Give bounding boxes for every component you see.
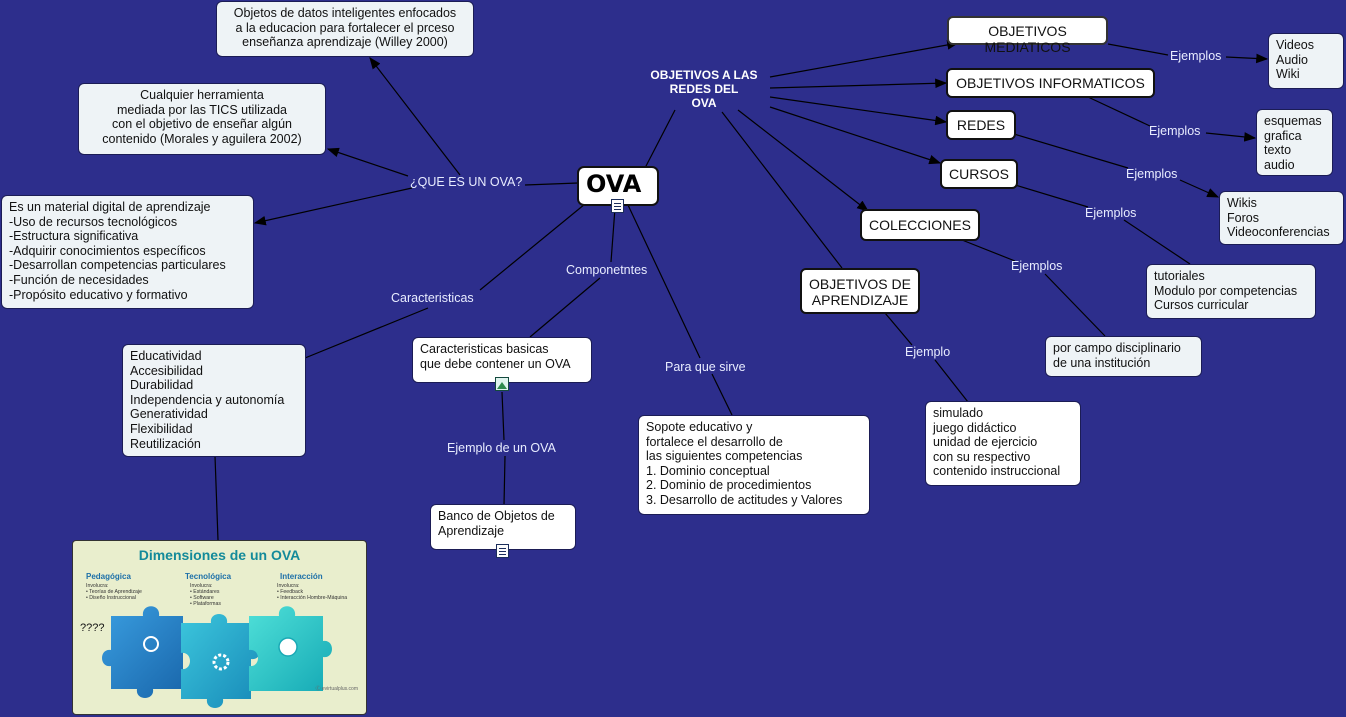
node-cursos[interactable]: CURSOS	[940, 159, 1018, 189]
node-material-digital[interactable]: Es un material digital de aprendizaje -U…	[1, 195, 254, 309]
link-ejemplo-ova: Ejemplo de un OVA	[447, 441, 556, 455]
image-title: Dimensiones de un OVA	[138, 547, 301, 563]
link-que-es: ¿QUE ES UN OVA?	[410, 175, 523, 189]
objetivos-redes-title[interactable]: OBJETIVOS A LAS REDES DEL OVA	[650, 68, 758, 110]
node-videos[interactable]: Videos Audio Wiki	[1268, 33, 1344, 89]
puzzle-pieces-illustration	[102, 606, 332, 708]
puzzle-piece-tecnologica	[181, 614, 260, 708]
node-tutoriales[interactable]: tutoriales Modulo por competencias Curso…	[1146, 264, 1316, 319]
node-banco-objetos[interactable]: Banco de Objetos de Aprendizaje	[430, 504, 576, 550]
puzzle-piece-pedagogica	[102, 606, 192, 698]
link-para-que: Para que sirve	[665, 360, 746, 374]
link-caracteristicas: Caracteristicas	[391, 291, 474, 305]
image-credit: Ⓒ evirtualplus.com	[315, 686, 358, 692]
image-interaccion-sub: Involucra: • Feedback • Interacción Homb…	[277, 583, 348, 601]
node-sopote-educativo[interactable]: Sopote educativo y fortalece el desarrol…	[638, 415, 870, 515]
node-morales[interactable]: Cualquier herramienta mediada por las TI…	[78, 83, 326, 155]
node-objetivos-informaticos[interactable]: OBJETIVOS INFORMATICOS	[946, 68, 1155, 98]
node-esquemas[interactable]: esquemas grafica texto audio	[1256, 109, 1333, 176]
node-colecciones[interactable]: COLECCIONES	[860, 209, 980, 241]
node-willey[interactable]: Objetos de datos inteligentes enfocados …	[216, 1, 474, 57]
node-objetivos-aprendizaje[interactable]: OBJETIVOS DE APRENDIZAJE	[800, 268, 920, 314]
ova-label: OVA	[586, 170, 642, 198]
image-interaccion-heading: Interacción	[280, 572, 323, 581]
note-icon[interactable]	[496, 544, 509, 558]
node-objetivos-mediaticos[interactable]: OBJETIVOS MEDIATICOS	[947, 16, 1108, 55]
node-campo-disciplinario[interactable]: por campo disciplinario de una instituci…	[1045, 336, 1202, 377]
gear-icon	[212, 653, 230, 671]
node-simulado[interactable]: simulado juego didáctico unidad de ejerc…	[925, 401, 1081, 486]
node-wikis[interactable]: Wikis Foros Videoconferencias	[1219, 191, 1344, 245]
dimensiones-ova-image[interactable]: Dimensiones de un OVA Pedagógica Involuc…	[72, 540, 367, 715]
link-ejemplos-redes: Ejemplos	[1126, 167, 1178, 181]
node-redes[interactable]: REDES	[946, 110, 1016, 140]
link-ejemplos-colecciones: Ejemplos	[1011, 259, 1063, 273]
image-pedagogica-sub: Involucra: • Teorías de Aprendizaje • Di…	[86, 583, 142, 601]
link-ejemplo-aprendizaje: Ejemplo	[905, 345, 951, 359]
image-tecnologica-sub: Involucra: • Estándares • Software • Pla…	[190, 583, 221, 607]
lightbulb-icon	[143, 636, 159, 652]
node-caracteristicas-basicas[interactable]: Caracteristicas basicas que debe contene…	[412, 337, 592, 383]
note-icon[interactable]	[611, 199, 624, 213]
link-ejemplos-informaticos: Ejemplos	[1149, 124, 1201, 138]
image-icon[interactable]	[495, 377, 509, 391]
link-componentes: Componetntes	[566, 263, 648, 277]
link-ejemplos-mediaticos: Ejemplos	[1170, 49, 1222, 63]
link-ejemplos-cursos: Ejemplos	[1085, 206, 1137, 220]
image-pedagogica-heading: Pedagógica	[86, 572, 131, 581]
ova-central-node[interactable]: OVA	[577, 166, 659, 206]
globe-icon	[279, 638, 297, 656]
image-tecnologica-heading: Tecnológica	[185, 572, 232, 581]
image-question-marks: ????	[80, 622, 105, 634]
node-caracteristicas-list[interactable]: Educatividad Accesibilidad Durabilidad I…	[122, 344, 306, 457]
